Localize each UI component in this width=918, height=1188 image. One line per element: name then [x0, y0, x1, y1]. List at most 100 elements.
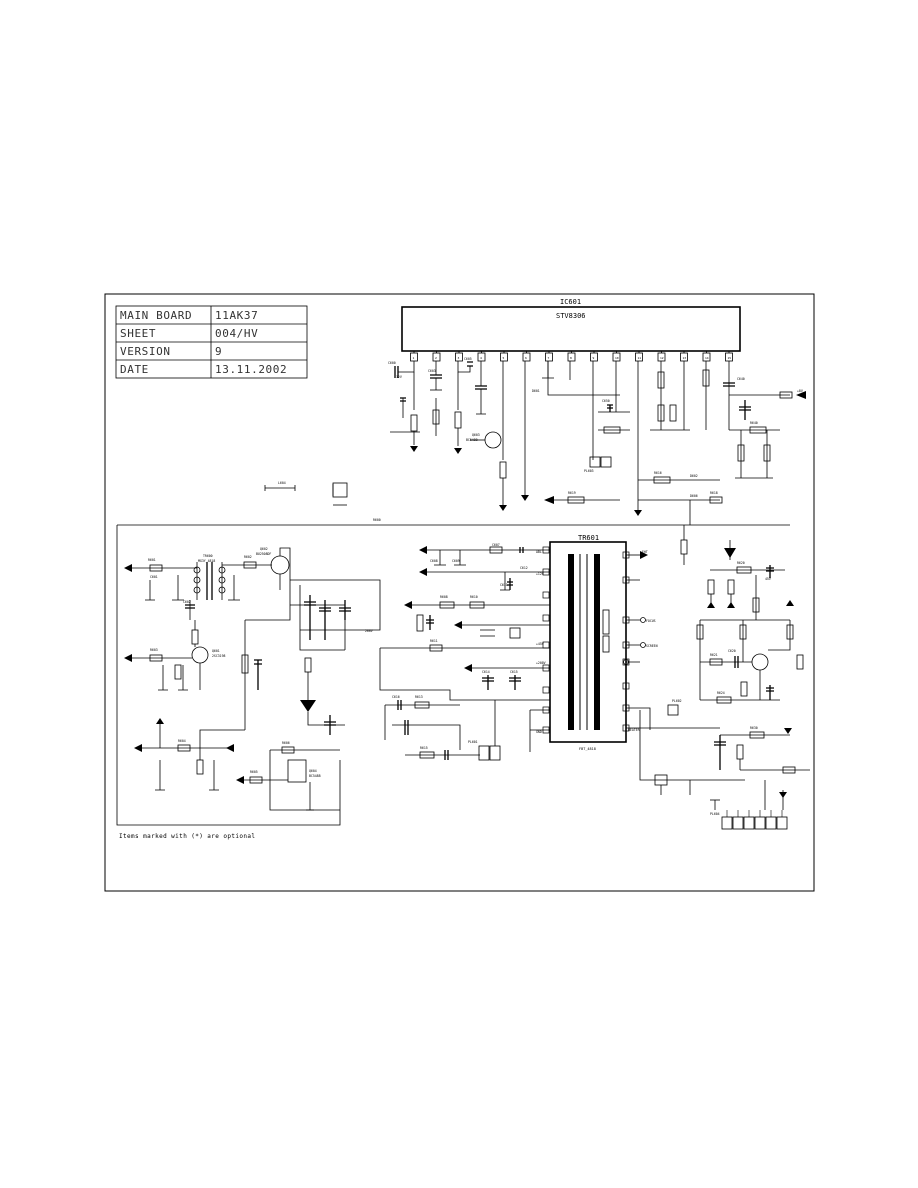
fbt-pins-left — [542, 546, 550, 734]
c600-ref: C600 — [388, 361, 396, 365]
c616-ref: C616 — [392, 695, 400, 699]
c605-ref: C605 — [464, 357, 472, 361]
ic601-pin-pad — [635, 352, 643, 362]
r621-ref: R621 — [710, 653, 718, 657]
r619-ref: R619 — [568, 491, 576, 495]
connector-pin — [732, 816, 744, 830]
tr601-ref: TR601 — [578, 534, 599, 542]
r605-ref: R605 — [250, 770, 258, 774]
ic601-pin-number: 15 — [728, 356, 732, 360]
r618-ref: R618 — [710, 491, 718, 495]
c612-ref: C612 — [520, 566, 528, 570]
fbt-pin-terminal — [622, 682, 630, 690]
r601-ref: R601 — [148, 558, 156, 562]
ic601-pin-pad — [567, 352, 576, 362]
title-label-date: DATE — [120, 363, 149, 376]
title-value-date: 13.11.2002 — [215, 363, 287, 376]
drawing-frame — [104, 293, 815, 892]
ic601-pin-number: 13 — [683, 356, 687, 360]
l604-ref: L604 — [278, 481, 286, 485]
fbt-pin-focus-label: FOCUS — [646, 619, 656, 623]
connector-pin — [776, 816, 788, 830]
c609-ref: C609 — [452, 559, 460, 563]
c611-ref: C611 — [500, 583, 508, 587]
rail-200v-label: 200V — [365, 629, 373, 633]
ic601-pin-pad — [500, 352, 508, 362]
right-support-network — [623, 500, 810, 830]
q602-ref: Q602 — [260, 547, 268, 551]
ic601-pin-pad — [657, 352, 666, 362]
title-value-main-board: 11AK37 — [215, 309, 258, 322]
pl604-ref: PL604 — [710, 812, 720, 816]
r613-ref: R613 — [415, 695, 423, 699]
c608-ref: C608 — [430, 559, 438, 563]
tr600-part: MG3Y_4818 — [198, 559, 215, 563]
ic601-pin-number: 1 — [413, 356, 415, 360]
ic601-pin-number: 2 — [435, 356, 437, 360]
ic601-pin-number: 6 — [525, 356, 527, 360]
r600-ref: R600 — [373, 518, 381, 522]
c620-ref: C620 — [728, 649, 736, 653]
fbt-support-network — [379, 546, 550, 761]
r610-ref: R610 — [470, 595, 478, 599]
d606-ref: D606 — [690, 494, 698, 498]
r615-ref: R615 — [420, 746, 428, 750]
c615-ref: C615 — [510, 670, 518, 674]
r604-ref: R604 — [178, 739, 186, 743]
fbt-pin-terminal — [542, 591, 550, 599]
fbt-pin-12v-label: +12V — [536, 572, 544, 576]
c614-ref: C614 — [482, 670, 490, 674]
tr601-flyback: TR601 FBT_4818 — [542, 534, 630, 751]
component-labels: TR600 MG3Y_4818 Q602 BU2508DF Q601 2SC31… — [148, 357, 803, 816]
r602-ref: R602 — [244, 555, 252, 559]
ic601-pin-pad — [590, 352, 598, 362]
connector-pin — [754, 816, 766, 830]
q604-part: BC548B — [309, 774, 321, 778]
c650-ref: C650 — [602, 399, 610, 403]
connector-pin — [743, 816, 755, 830]
ic601-pin-number: 4 — [480, 356, 482, 360]
fbt-pin-screen-label: SCREEN — [646, 644, 658, 648]
q603-part: BC548B — [466, 438, 478, 442]
jumper-l604: L604 — [264, 481, 348, 506]
q602-part: BU2508DF — [256, 552, 271, 556]
pl602-ref: PL602 — [672, 699, 682, 703]
title-value-sheet: 004/HV — [215, 327, 258, 340]
ic601-pin-number: 3 — [458, 356, 460, 360]
ic601-pin-number: 10 — [615, 356, 619, 360]
d602-ref: D602 — [690, 474, 698, 478]
pl601-ref: PL601 — [468, 740, 478, 744]
q601-ref: Q601 — [212, 649, 220, 653]
fbt-pin-abl-label: ABL — [536, 550, 542, 554]
r620-ref: R620 — [737, 561, 745, 565]
connector-pin — [721, 816, 733, 830]
title-label-main-board: MAIN BOARD — [120, 309, 192, 322]
ic601-pin-pad — [477, 352, 486, 362]
ic601-pin-number: 9 — [593, 356, 595, 360]
ic601-pin-pad — [455, 352, 463, 362]
r624-ref: R624 — [717, 691, 725, 695]
connector-row — [721, 810, 788, 830]
ic601-pin-pad — [702, 352, 711, 362]
ic601-pin-pad — [522, 352, 531, 362]
ic601-pin-number: 11 — [638, 356, 642, 360]
d601-ref: D601 — [532, 389, 540, 393]
c607-ref: C607 — [492, 543, 500, 547]
ic601-pin-number: 8 — [570, 356, 572, 360]
tr600-ref: TR600 — [203, 554, 213, 558]
r611-ref: R611 — [430, 639, 438, 643]
q601-part: 2SC3198 — [212, 654, 226, 658]
ic601-pin-number: 12 — [660, 356, 664, 360]
ic601-pin-number: 14 — [705, 356, 709, 360]
rail-12v-label: 12V — [396, 375, 402, 379]
rail-8v-label: +8V — [797, 389, 803, 393]
ic601-pin-pad — [545, 352, 553, 362]
c640-ref: C640 — [737, 377, 745, 381]
ic601-pin-pad — [432, 352, 441, 362]
title-value-version: 9 — [215, 345, 222, 358]
ic601-pin-number: 5 — [503, 356, 505, 360]
ic601-ref: IC601 — [560, 298, 581, 306]
connector-pin — [765, 816, 777, 830]
